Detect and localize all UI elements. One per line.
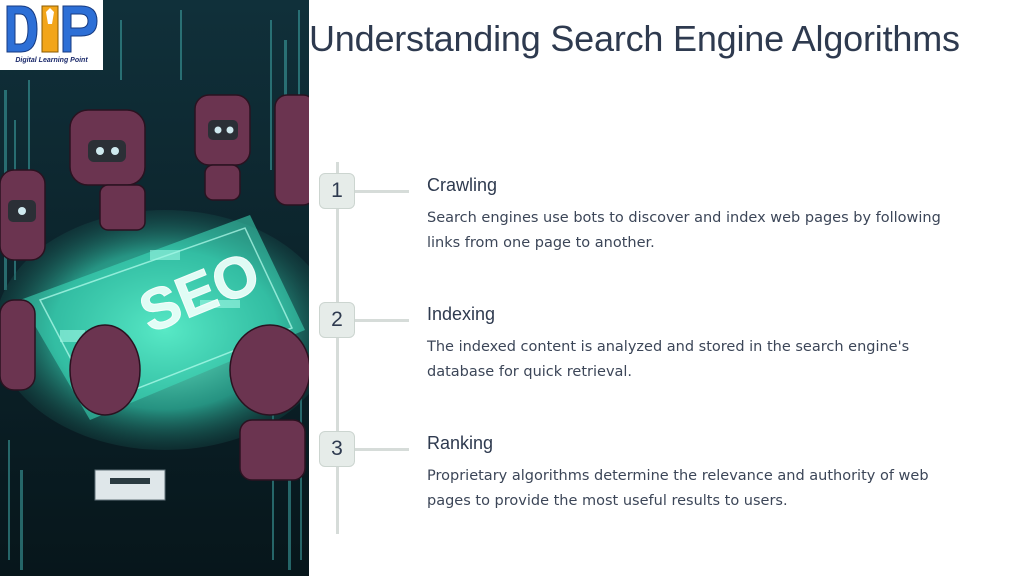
step-title: Indexing [427, 304, 496, 324]
step-title: Crawling [427, 175, 498, 195]
step-description: The indexed content is analyzed and stor… [427, 339, 910, 380]
timeline-step-ranking: 3 Ranking Proprietary algorithms determi… [319, 431, 959, 541]
step-title: Ranking [427, 433, 494, 453]
step-connector [355, 190, 409, 193]
step-description: Proprietary algorithms determine the rel… [427, 468, 929, 509]
step-number-badge: 3 [319, 431, 355, 467]
timeline-line [336, 162, 339, 534]
timeline-step-crawling: 1 Crawling Search engines use bots to di… [319, 173, 959, 283]
dlp-logo-icon [6, 5, 98, 53]
step-connector [355, 319, 409, 322]
seo-illustration: SEO Digital Learning Point [0, 0, 309, 576]
page-title: Understanding Search Engine Algorithms [309, 18, 960, 59]
dlp-logo: Digital Learning Point [0, 0, 103, 70]
timeline-step-indexing: 2 Indexing The indexed content is analyz… [319, 302, 959, 412]
step-number-badge: 1 [319, 173, 355, 209]
logo-caption: Digital Learning Point [15, 57, 88, 64]
step-number-badge: 2 [319, 302, 355, 338]
step-description: Search engines use bots to discover and … [427, 210, 941, 251]
seo-robots-illustration-icon: SEO [0, 0, 309, 576]
step-connector [355, 448, 409, 451]
